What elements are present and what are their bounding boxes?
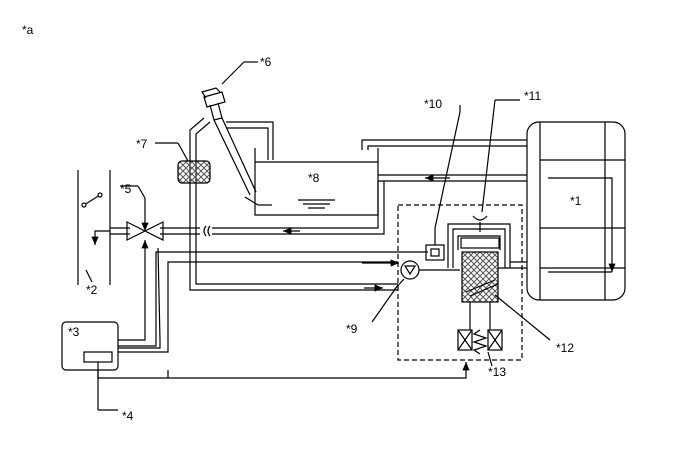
callout-2: *2 (86, 283, 98, 297)
callout-5: *5 (120, 182, 132, 196)
callout-3: *3 (68, 325, 80, 339)
callout-7: *7 (136, 137, 148, 151)
pump-icon (362, 259, 420, 291)
callout-13: *13 (488, 365, 506, 379)
solenoid-icon (457, 329, 503, 351)
switch-icon (83, 194, 101, 206)
high-pressure-pump (447, 99, 527, 330)
filter-icon (177, 160, 211, 184)
callout-6: *6 (260, 55, 272, 69)
figure-label: *a (22, 23, 34, 37)
injector-icon (201, 61, 259, 206)
callout-8: *8 (308, 171, 320, 185)
spring-icon (472, 329, 488, 355)
callout-4: *4 (122, 409, 134, 423)
valve-icon (120, 185, 164, 241)
callout-9: *9 (346, 322, 358, 336)
pressure-sensor (425, 244, 445, 261)
callout-11: *11 (524, 89, 541, 103)
engine-block (526, 121, 626, 301)
canister-assembly (77, 170, 111, 285)
pump-module-box (397, 204, 523, 361)
callout-10: *10 (424, 97, 442, 111)
callout-1: *1 (570, 194, 582, 208)
callout-12: *12 (556, 341, 574, 355)
